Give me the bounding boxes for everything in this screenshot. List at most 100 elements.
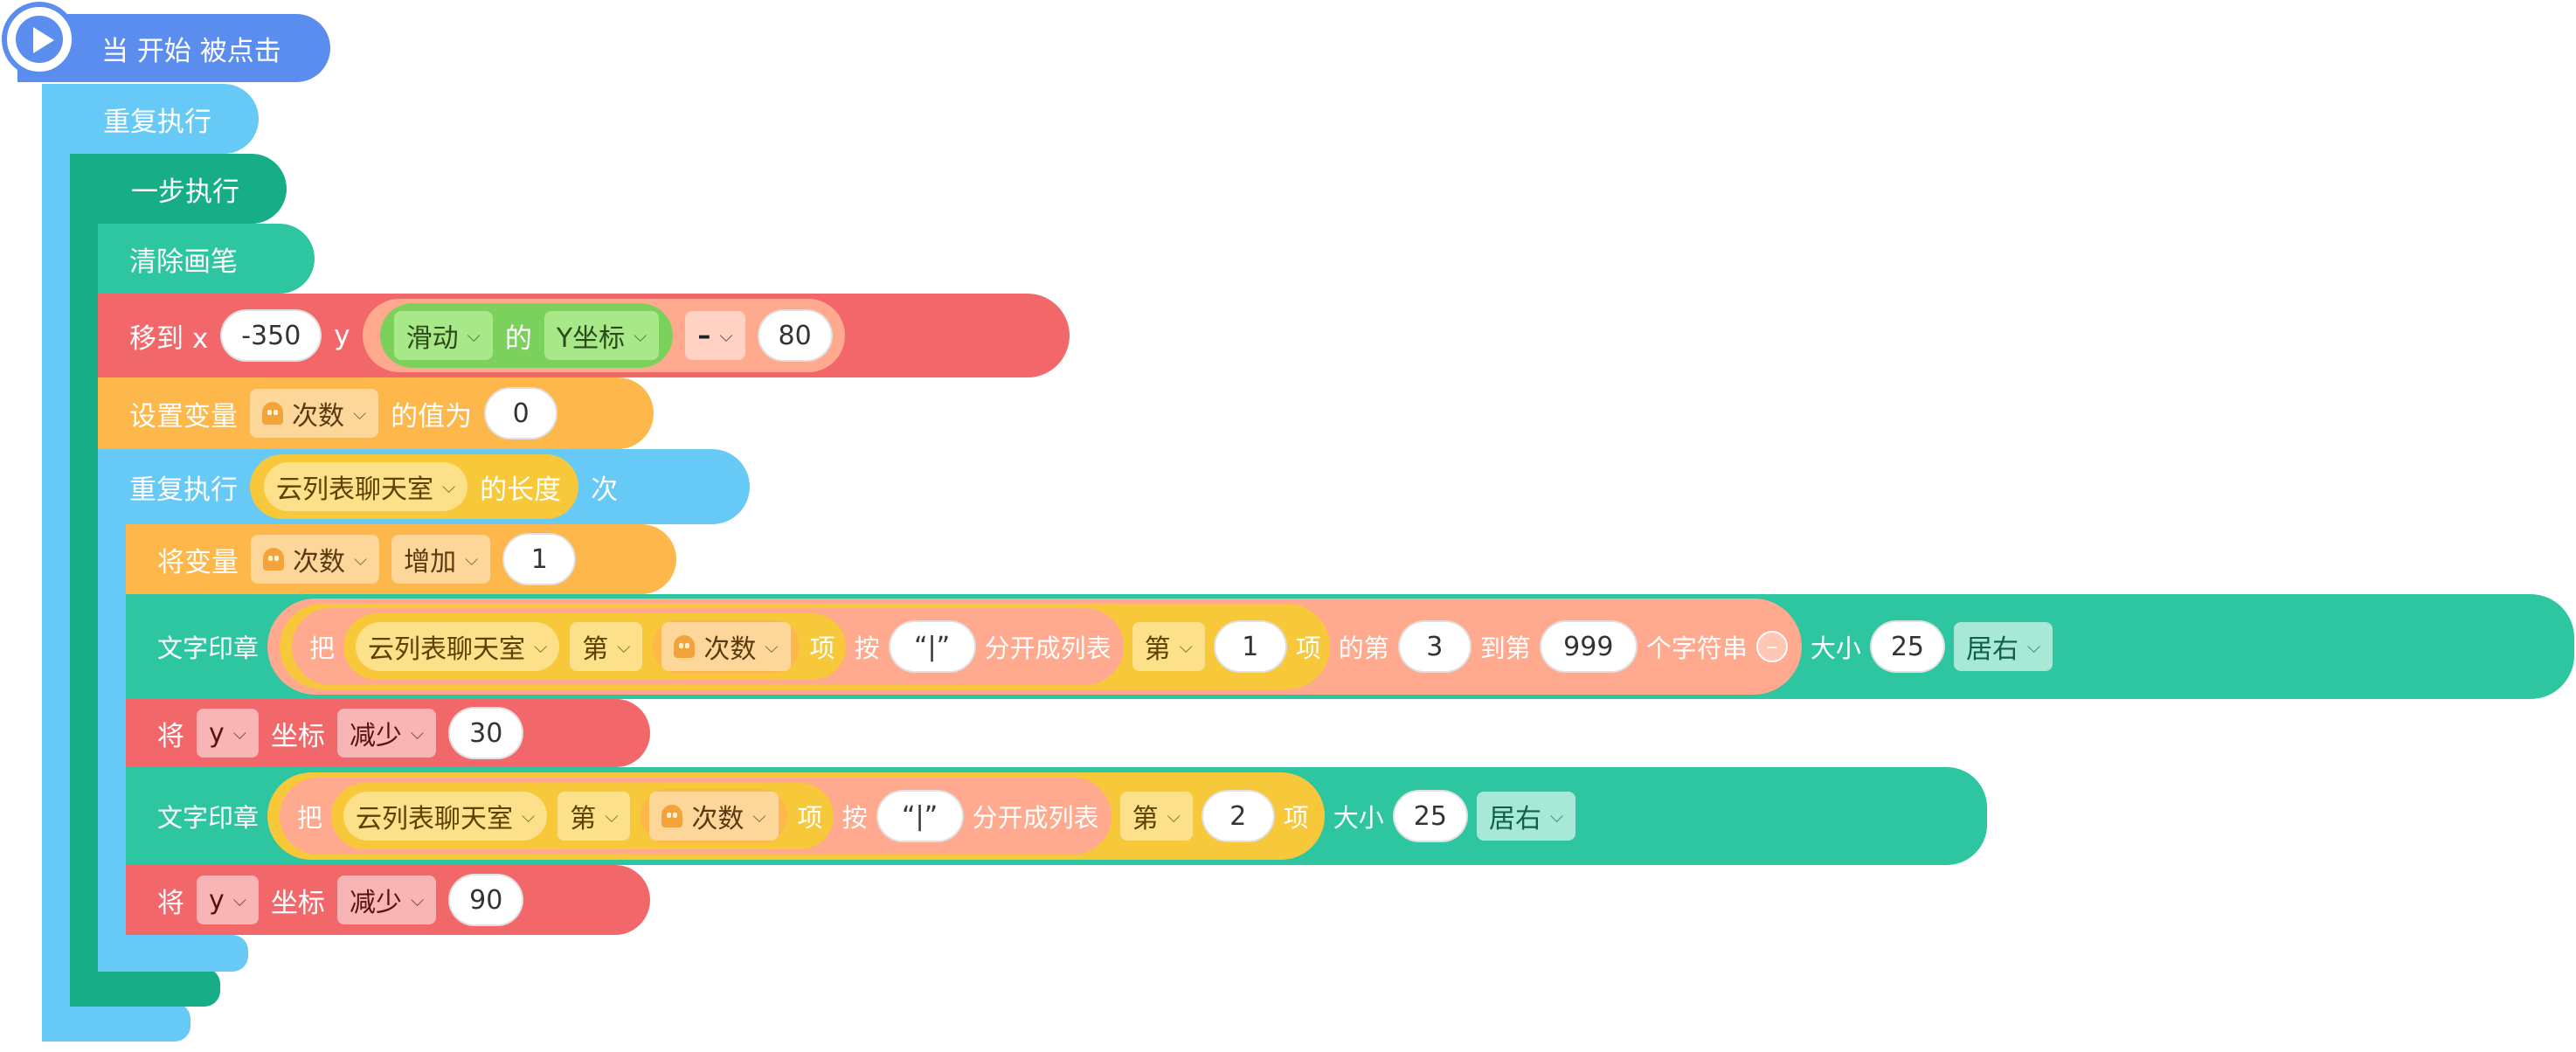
- chevron-down-icon: ⌵: [232, 723, 246, 744]
- variable-reporter[interactable]: 次数 ⌵: [641, 789, 787, 843]
- sprite-property-reporter[interactable]: 滑动 ⌵ 的 Y坐标 ⌵: [379, 303, 674, 368]
- list-length-reporter[interactable]: 云列表聊天室 ⌵ 的长度: [250, 454, 579, 519]
- xiang-label: 项: [797, 803, 823, 833]
- property-dropdown-value: Y坐标: [556, 323, 626, 354]
- change-op-dropdown[interactable]: 减少 ⌵: [336, 709, 437, 758]
- item-index-input[interactable]: 1: [1213, 620, 1287, 673]
- list-item-reporter[interactable]: 云列表聊天室 ⌵ 第 ⌵ 次数 ⌵ 项: [343, 613, 846, 680]
- set-variable-label: 设置变量: [129, 400, 238, 433]
- text-stamp-block[interactable]: 文字印章 把 云列表聊天室 ⌵ 第 ⌵ 次数: [126, 594, 2574, 699]
- list-dropdown[interactable]: 云列表聊天室 ⌵: [356, 622, 560, 671]
- play-icon[interactable]: [2, 2, 77, 77]
- to-label: 到第: [1479, 633, 1531, 663]
- ba-label: 把: [309, 633, 336, 663]
- when-start-clicked-label: 当 开始 被点击: [101, 35, 281, 67]
- operand-input[interactable]: 80: [757, 309, 833, 362]
- separator-input[interactable]: “|”: [876, 790, 964, 842]
- index-mode-dropdown[interactable]: 第 ⌵: [557, 792, 631, 841]
- change-amount-input[interactable]: 90: [448, 874, 524, 926]
- set-variable-block[interactable]: 设置变量 次数 ⌵ 的值为 0: [98, 377, 654, 449]
- clear-pen-block[interactable]: 清除画笔: [98, 224, 315, 294]
- align-dropdown[interactable]: 居右 ⌵: [1476, 792, 1576, 841]
- index-mode-dropdown[interactable]: 第 ⌵: [1119, 792, 1193, 841]
- split-to-list-reporter[interactable]: 把 云列表聊天室 ⌵ 第 ⌵ 次数 ⌵: [292, 608, 1124, 685]
- to-index-input[interactable]: 999: [1539, 620, 1638, 673]
- from-index-input[interactable]: 3: [1397, 620, 1472, 673]
- size-input[interactable]: 25: [1392, 790, 1468, 842]
- variable-dropdown-value: 次数: [293, 547, 345, 578]
- change-coordinate-block[interactable]: 将 y ⌵ 坐标 减少 ⌵ 30: [126, 699, 650, 767]
- ghost-icon: [674, 635, 696, 658]
- ghost-icon: [263, 548, 284, 571]
- size-input[interactable]: 25: [1869, 620, 1946, 673]
- axis-dropdown[interactable]: y ⌵: [197, 709, 259, 758]
- axis-dropdown-value: y: [209, 884, 225, 916]
- set-value-input[interactable]: 0: [484, 387, 558, 439]
- substring-reporter[interactable]: 把 云列表聊天室 ⌵ 第 ⌵ 次数 ⌵: [267, 599, 1802, 695]
- subtract-operator-reporter[interactable]: 滑动 ⌵ 的 Y坐标 ⌵ – ⌵ 80: [362, 299, 845, 372]
- split-to-list-reporter[interactable]: 把 云列表聊天室 ⌵ 第 ⌵ 次数 ⌵ 项: [280, 778, 1111, 855]
- move-to-block[interactable]: 移到 x -350 y 滑动 ⌵ 的 Y坐标 ⌵ – ⌵ 80: [98, 294, 1070, 377]
- variable-dropdown[interactable]: 次数 ⌵: [250, 389, 379, 438]
- chevron-down-icon: ⌵: [353, 403, 367, 424]
- property-dropdown[interactable]: Y坐标 ⌵: [544, 311, 660, 360]
- forever-block[interactable]: 重复执行: [42, 84, 259, 154]
- change-amount-input[interactable]: 30: [448, 707, 524, 759]
- axis-dropdown[interactable]: y ⌵: [197, 876, 259, 924]
- times-label: 次: [591, 474, 619, 506]
- chevron-down-icon: ⌵: [1167, 806, 1181, 827]
- variable-dropdown[interactable]: 次数 ⌵: [649, 792, 779, 841]
- variable-reporter[interactable]: 次数 ⌵: [653, 619, 800, 674]
- index-mode-dropdown[interactable]: 第 ⌵: [1132, 622, 1205, 671]
- change-variable-block[interactable]: 将变量 次数 ⌵ 增加 ⌵ 1: [126, 524, 676, 594]
- x-value-input[interactable]: -350: [220, 309, 322, 362]
- xiang-label: 项: [809, 633, 835, 663]
- split-item-reporter[interactable]: 把 云列表聊天室 ⌵ 第 ⌵ 次数 ⌵: [280, 604, 1330, 689]
- step-execute-label: 一步执行: [131, 176, 239, 208]
- move-to-x-label: 移到 x: [129, 322, 209, 355]
- separator-input[interactable]: “|”: [888, 620, 976, 673]
- chevron-down-icon: ⌵: [410, 889, 425, 910]
- clear-pen-label: 清除画笔: [129, 246, 238, 278]
- change-value-input[interactable]: 1: [502, 533, 577, 585]
- change-coordinate-label: 将: [157, 720, 184, 752]
- minus-icon: –: [1766, 633, 1778, 660]
- chevron-down-icon: ⌵: [467, 325, 481, 346]
- list-dropdown[interactable]: 云列表聊天室 ⌵: [264, 462, 468, 511]
- change-op-value: 增加: [404, 547, 457, 578]
- align-dropdown[interactable]: 居右 ⌵: [1954, 622, 2053, 671]
- step-block-body: [70, 154, 101, 998]
- chevron-down-icon: ⌵: [354, 549, 368, 570]
- substring-label: 个字符串: [1645, 633, 1748, 663]
- forever-block-body: [42, 84, 73, 1031]
- chevron-down-icon: ⌵: [634, 325, 647, 346]
- variable-dropdown[interactable]: 次数 ⌵: [661, 622, 791, 671]
- text-stamp-label: 文字印章: [157, 803, 260, 833]
- variable-dropdown[interactable]: 次数 ⌵: [251, 535, 380, 584]
- variable-dropdown-value: 次数: [691, 804, 744, 834]
- list-dropdown-value: 云列表聊天室: [356, 804, 514, 834]
- forever-block-footer: [42, 1003, 190, 1042]
- item-index-input[interactable]: 2: [1201, 790, 1275, 842]
- index-mode-value: 第: [1132, 804, 1159, 834]
- repeat-block[interactable]: 重复执行 云列表聊天室 ⌵ 的长度 次: [98, 449, 750, 524]
- chevron-down-icon: ⌵: [617, 636, 631, 657]
- change-op-value: 减少: [349, 888, 402, 918]
- operator-dropdown[interactable]: – ⌵: [685, 311, 745, 360]
- axis-dropdown-value: y: [209, 717, 225, 749]
- sprite-dropdown-value: 滑动: [405, 323, 459, 354]
- change-op-dropdown[interactable]: 增加 ⌵: [391, 535, 491, 584]
- remove-arg-button[interactable]: –: [1755, 631, 1788, 662]
- change-coordinate-block[interactable]: 将 y ⌵ 坐标 减少 ⌵ 90: [126, 865, 650, 935]
- change-op-dropdown[interactable]: 减少 ⌵: [336, 876, 437, 924]
- change-variable-label: 将变量: [157, 546, 239, 578]
- split-item-reporter[interactable]: 把 云列表聊天室 ⌵ 第 ⌵ 次数 ⌵ 项: [267, 772, 1325, 860]
- step-block-footer: [70, 968, 220, 1007]
- step-execute-block[interactable]: 一步执行: [70, 154, 287, 224]
- text-stamp-block[interactable]: 文字印章 把 云列表聊天室 ⌵ 第 ⌵ 次数 ⌵: [126, 767, 1987, 865]
- index-mode-dropdown[interactable]: 第 ⌵: [570, 622, 643, 671]
- list-item-reporter[interactable]: 云列表聊天室 ⌵ 第 ⌵ 次数 ⌵ 项: [331, 783, 834, 849]
- sprite-dropdown[interactable]: 滑动 ⌵: [393, 311, 493, 360]
- chevron-down-icon: ⌵: [1549, 806, 1564, 827]
- list-dropdown[interactable]: 云列表聊天室 ⌵: [343, 792, 548, 841]
